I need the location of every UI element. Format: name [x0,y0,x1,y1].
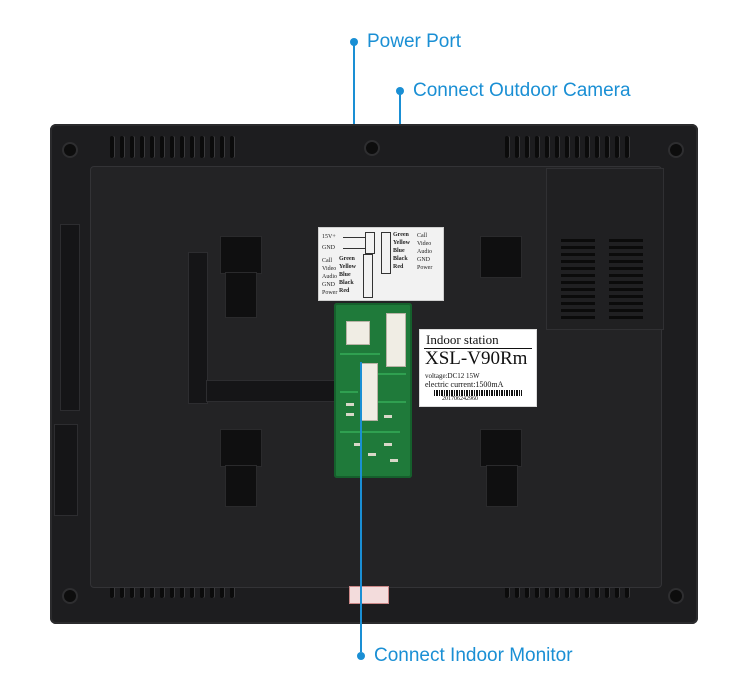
top-left-vent [110,136,234,158]
indoor-monitor-dot [357,652,365,660]
sticker-right-color: Black [393,256,408,262]
top-right-vent [505,136,629,158]
sticker-right-label: Audio [417,249,432,255]
mount-hole-left-upper [220,236,262,274]
sticker-left-label: Audio [322,274,337,280]
screw-top-center [366,142,378,154]
speaker-grille [546,168,664,330]
mount-hole-right-lower-slot [486,465,518,507]
indoor-monitor-connector [360,363,378,421]
sticker-left-color: Green [339,256,355,262]
sticker-left-color: Yellow [339,264,356,270]
left-bracket-horizontal [206,380,338,402]
sticker-power-connector [365,232,375,254]
left-side-tab-lower [54,424,78,516]
sticker-power-gnd: GND [322,245,335,251]
sticker-power-label: 15V+ [322,234,336,240]
sticker-right-label: GND [417,257,430,263]
sticker-right-color: Blue [393,248,405,254]
sticker-left-color: Blue [339,272,351,278]
outdoor-camera-callout: Connect Outdoor Camera [413,80,631,101]
sticker-left-label: Video [322,266,337,272]
mount-hole-left-lower-slot [225,465,257,507]
indoor-monitor-callout: Connect Indoor Monitor [374,645,573,666]
power-port-dot [350,38,358,46]
sticker-right-color: Yellow [393,240,410,246]
sticker-left-label: GND [322,282,335,288]
label-voltage: voltage:DC12 15W [425,372,480,380]
screw-bottom-right [670,590,682,602]
indoor-monitor-leader [360,362,362,652]
sticker-right-label: Video [417,241,432,247]
sticker-right-label: Call [417,233,427,239]
sticker-camera-connector [381,232,391,274]
mount-hole-left-lower [220,429,262,467]
bottom-right-vent [505,580,629,598]
mount-hole-right-lower [480,429,522,467]
warranty-seal [349,586,389,604]
sticker-right-color: Red [393,264,404,270]
sticker-right-label: Power [417,265,433,271]
power-port-callout: Power Port [367,31,461,52]
screw-top-right [670,144,682,156]
label-title: Indoor station [426,332,499,347]
sticker-monitor-connector [363,254,373,298]
mount-hole-right-upper [480,236,522,278]
label-current: electric current:1500mA [425,380,504,389]
wiring-diagram-sticker: 15V+ GND Call Video Audio GND Power Gree… [318,227,444,301]
outdoor-camera-connector [386,313,406,367]
sticker-left-color: Black [339,280,354,286]
label-serial: 201706242960 [442,396,478,402]
power-port-connector [346,321,370,345]
left-side-tab-upper [60,224,80,411]
barcode [434,390,522,396]
sticker-left-label: Power [322,290,338,296]
left-bracket-vertical [188,252,208,404]
outdoor-camera-dot [396,87,404,95]
sticker-left-color: Red [339,288,350,294]
sticker-right-color: Green [393,232,409,238]
mount-hole-left-upper-slot [225,272,257,318]
label-model: XSL-V90Rm [425,348,528,369]
sticker-left-label: Call [322,258,332,264]
product-label: Indoor station XSL-V90Rm voltage:DC12 15… [419,329,537,407]
screw-bottom-left [64,590,76,602]
circuit-board [334,303,412,478]
bottom-left-vent [110,580,234,598]
screw-top-left [64,144,76,156]
